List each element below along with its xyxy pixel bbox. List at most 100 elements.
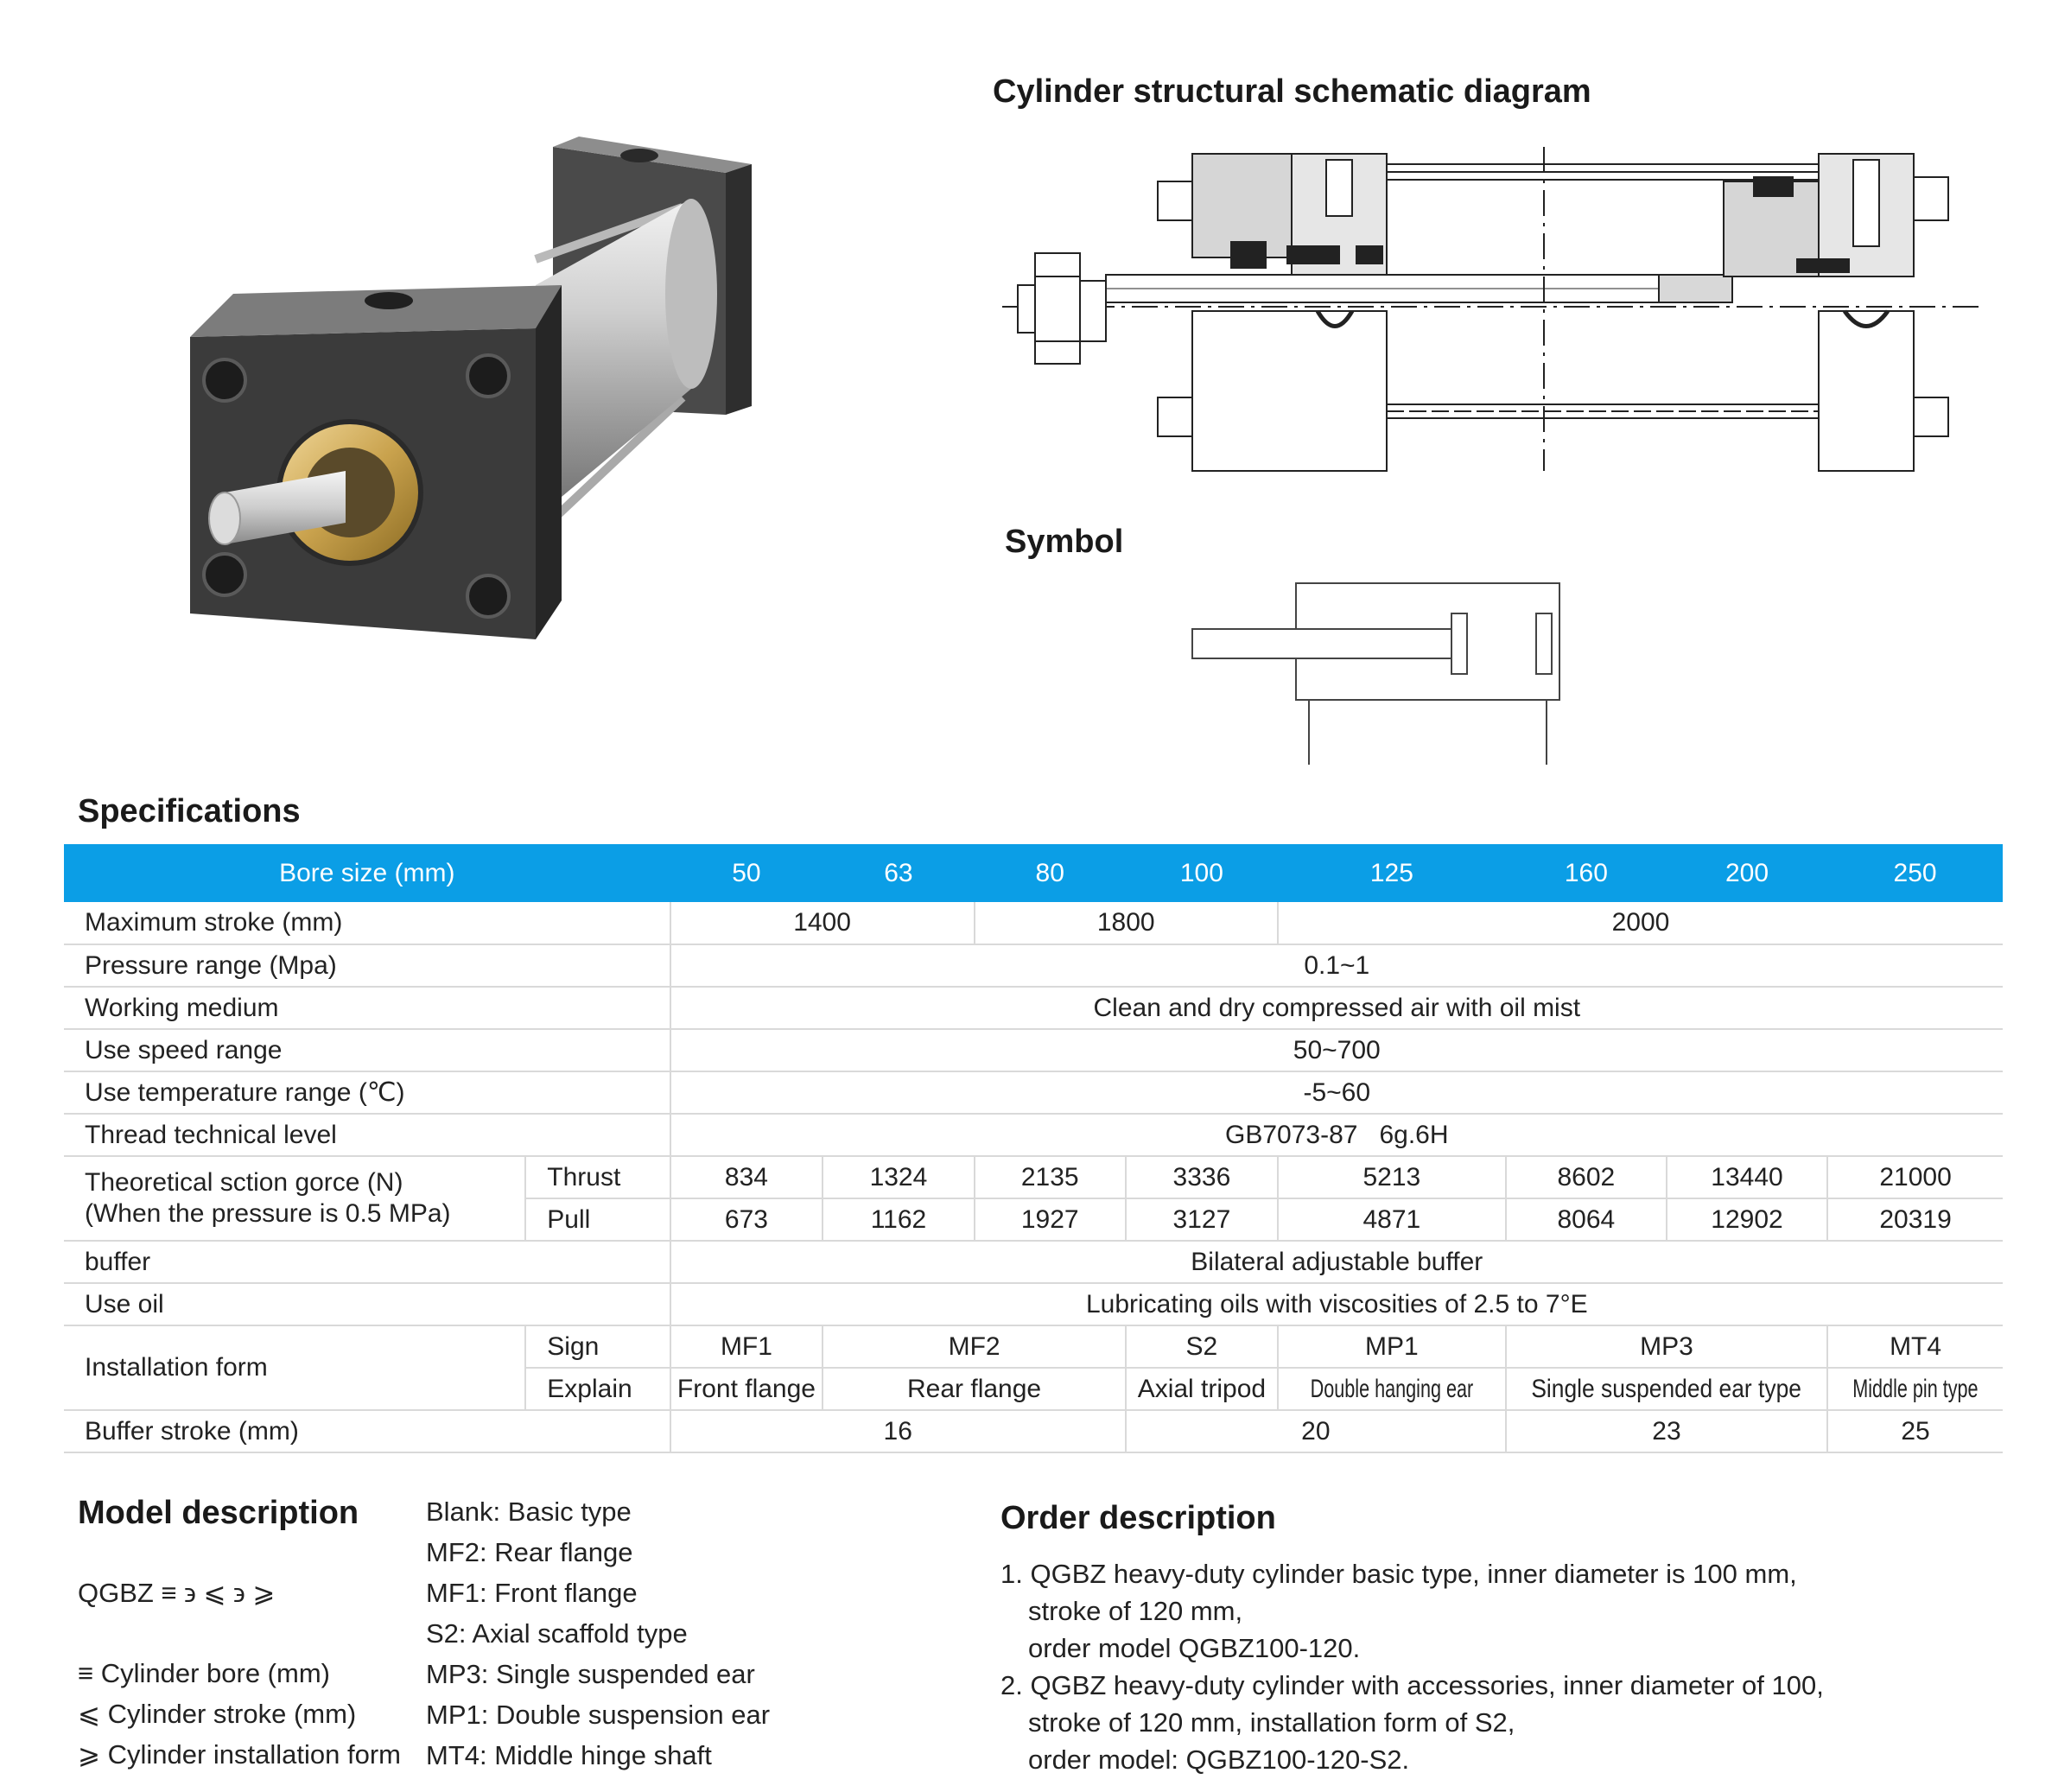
order-line: order model QGBZ100-120. — [1028, 1633, 1361, 1663]
explain-cell: Single suspended ear type — [1504, 1368, 1828, 1411]
force-label-line1: Theoretical sction gorce (N) — [85, 1168, 403, 1197]
pull-cell: 20319 — [1826, 1198, 2003, 1242]
thrust-cell: 2135 — [973, 1156, 1126, 1199]
pull-cell: 1162 — [822, 1198, 975, 1242]
oil-label: Use oil — [64, 1283, 670, 1326]
explain-label: Explain — [524, 1368, 670, 1411]
thrust-cell: 8602 — [1504, 1156, 1667, 1199]
max-stroke-row: Maximum stroke (mm) 1400 1800 2000 — [64, 902, 2003, 945]
thrust-cell: 834 — [669, 1156, 823, 1199]
medium-row: Working medium Clean and dry compressed … — [64, 987, 2003, 1030]
buffer-stroke-value: 25 — [1826, 1410, 2003, 1453]
explain-cell-text: Single suspended ear type — [1531, 1374, 1802, 1403]
pull-row: Pull 673 1162 1927 3127 4871 8064 12902 … — [64, 1198, 2003, 1242]
pull-cell: 12902 — [1665, 1198, 1828, 1242]
bore-cell: 200 — [1666, 844, 1828, 902]
max-stroke-value: 1800 — [973, 902, 1278, 945]
pull-cell: 1927 — [973, 1198, 1126, 1242]
model-code: QGBZ ≡ ϶ ⩽ ϶ ⩾ — [78, 1578, 276, 1608]
structural-schematic-diagram — [1002, 147, 1979, 472]
bore-size-header: Bore size (mm) — [64, 844, 670, 902]
buffer-stroke-row: Buffer stroke (mm) 16 20 23 25 — [64, 1410, 2003, 1453]
thrust-cell: 3336 — [1124, 1156, 1278, 1199]
bore-cell: 125 — [1277, 844, 1506, 902]
explain-cell-text: Middle pin type — [1852, 1374, 1979, 1403]
pressure-row: Pressure range (Mpa) 0.1~1 — [64, 944, 2003, 988]
temperature-label: Use temperature range (℃) — [64, 1071, 670, 1115]
thrust-label: Thrust — [524, 1156, 670, 1199]
max-stroke-value: 1400 — [669, 902, 975, 945]
model-type-item: S2: Axial scaffold type — [426, 1618, 688, 1649]
order-line: 2. QGBZ heavy-duty cylinder with accesso… — [1000, 1670, 1824, 1700]
pull-label: Pull — [524, 1198, 670, 1242]
pull-cell: 673 — [669, 1198, 823, 1242]
pull-cell: 4871 — [1276, 1198, 1506, 1242]
max-stroke-label: Maximum stroke (mm) — [64, 902, 670, 945]
bore-cell: 80 — [974, 844, 1126, 902]
sign-cell: S2 — [1124, 1325, 1278, 1369]
cylinder-symbol — [1191, 582, 1560, 765]
bore-cell: 160 — [1505, 844, 1667, 902]
explain-row: Explain Front flange Rear flange Axial t… — [64, 1368, 2003, 1411]
explain-cell-text: Double hanging ear — [1310, 1374, 1474, 1403]
spec-header-row: Bore size (mm) 50 63 80 100 125 160 200 … — [64, 844, 2003, 902]
max-stroke-value: 2000 — [1276, 902, 2003, 945]
sign-cell: MT4 — [1826, 1325, 2003, 1369]
thread-label: Thread technical level — [64, 1114, 670, 1157]
thrust-cell: 1324 — [822, 1156, 975, 1199]
specifications-table: Bore size (mm) 50 63 80 100 125 160 200 … — [64, 844, 2003, 1453]
thrust-cell: 13440 — [1665, 1156, 1828, 1199]
schematic-title: Cylinder structural schematic diagram — [993, 73, 1591, 110]
explain-cell: Front flange — [669, 1368, 823, 1411]
order-description-title: Order description — [1000, 1500, 1276, 1536]
speed-value: 50~700 — [669, 1029, 2003, 1072]
force-label: Theoretical sction gorce (N) (When the p… — [64, 1156, 526, 1242]
symbol-title: Symbol — [1005, 524, 1124, 560]
temperature-row: Use temperature range (℃) -5~60 — [64, 1071, 2003, 1115]
oil-row: Use oil Lubricating oils with viscositie… — [64, 1283, 2003, 1326]
pull-cell: 8064 — [1504, 1198, 1667, 1242]
thrust-row: Theoretical sction gorce (N) (When the p… — [64, 1156, 2003, 1242]
thread-row: Thread technical level GB7073-87 6g.6H — [64, 1114, 2003, 1157]
medium-value: Clean and dry compressed air with oil mi… — [669, 987, 2003, 1030]
buffer-stroke-value: 20 — [1124, 1410, 1506, 1453]
buffer-stroke-value: 16 — [669, 1410, 1126, 1453]
model-legend-stroke: ⩽ Cylinder stroke (mm) — [78, 1699, 357, 1729]
bore-cell: 50 — [670, 844, 823, 902]
buffer-stroke-label: Buffer stroke (mm) — [64, 1410, 670, 1453]
sign-cell: MP1 — [1276, 1325, 1506, 1369]
installation-label: Installation form — [64, 1325, 526, 1411]
model-type-item: MT4: Middle hinge shaft — [426, 1740, 712, 1770]
temperature-value: -5~60 — [669, 1071, 2003, 1115]
pull-cell: 3127 — [1124, 1198, 1278, 1242]
order-line: stroke of 120 mm, — [1028, 1596, 1243, 1626]
buffer-stroke-value: 23 — [1504, 1410, 1828, 1453]
sign-row: Installation form Sign MF1 MF2 S2 MP1 MP… — [64, 1325, 2003, 1411]
bore-cell: 63 — [823, 844, 975, 902]
sign-cell: MF2 — [822, 1325, 1126, 1369]
sign-cell: MF1 — [669, 1325, 823, 1369]
thrust-cell: 5213 — [1276, 1156, 1506, 1199]
model-type-item: Blank: Basic type — [426, 1497, 632, 1527]
buffer-row: buffer Bilateral adjustable buffer — [64, 1241, 2003, 1284]
pressure-label: Pressure range (Mpa) — [64, 944, 670, 988]
sign-cell: MP3 — [1504, 1325, 1828, 1369]
explain-cell: Rear flange — [822, 1368, 1126, 1411]
sign-label: Sign — [524, 1325, 670, 1369]
bore-cell: 250 — [1827, 844, 2003, 902]
medium-label: Working medium — [64, 987, 670, 1030]
explain-cell: Middle pin type — [1826, 1368, 2003, 1411]
buffer-value: Bilateral adjustable buffer — [669, 1241, 2003, 1284]
speed-row: Use speed range 50~700 — [64, 1029, 2003, 1072]
cylinder-product-photo — [190, 137, 752, 639]
buffer-label: buffer — [64, 1241, 670, 1284]
model-type-item: MF1: Front flange — [426, 1578, 638, 1608]
order-line: stroke of 120 mm, installation form of S… — [1028, 1707, 1515, 1738]
oil-value: Lubricating oils with viscosities of 2.5… — [669, 1283, 2003, 1326]
speed-label: Use speed range — [64, 1029, 670, 1072]
model-legend-bore: ≡ Cylinder bore (mm) — [78, 1658, 330, 1688]
model-type-item: MP1: Double suspension ear — [426, 1700, 771, 1730]
model-type-item: MF2: Rear flange — [426, 1537, 633, 1567]
pressure-value: 0.1~1 — [669, 944, 2003, 988]
force-label-line2: (When the pressure is 0.5 MPa) — [85, 1199, 451, 1228]
